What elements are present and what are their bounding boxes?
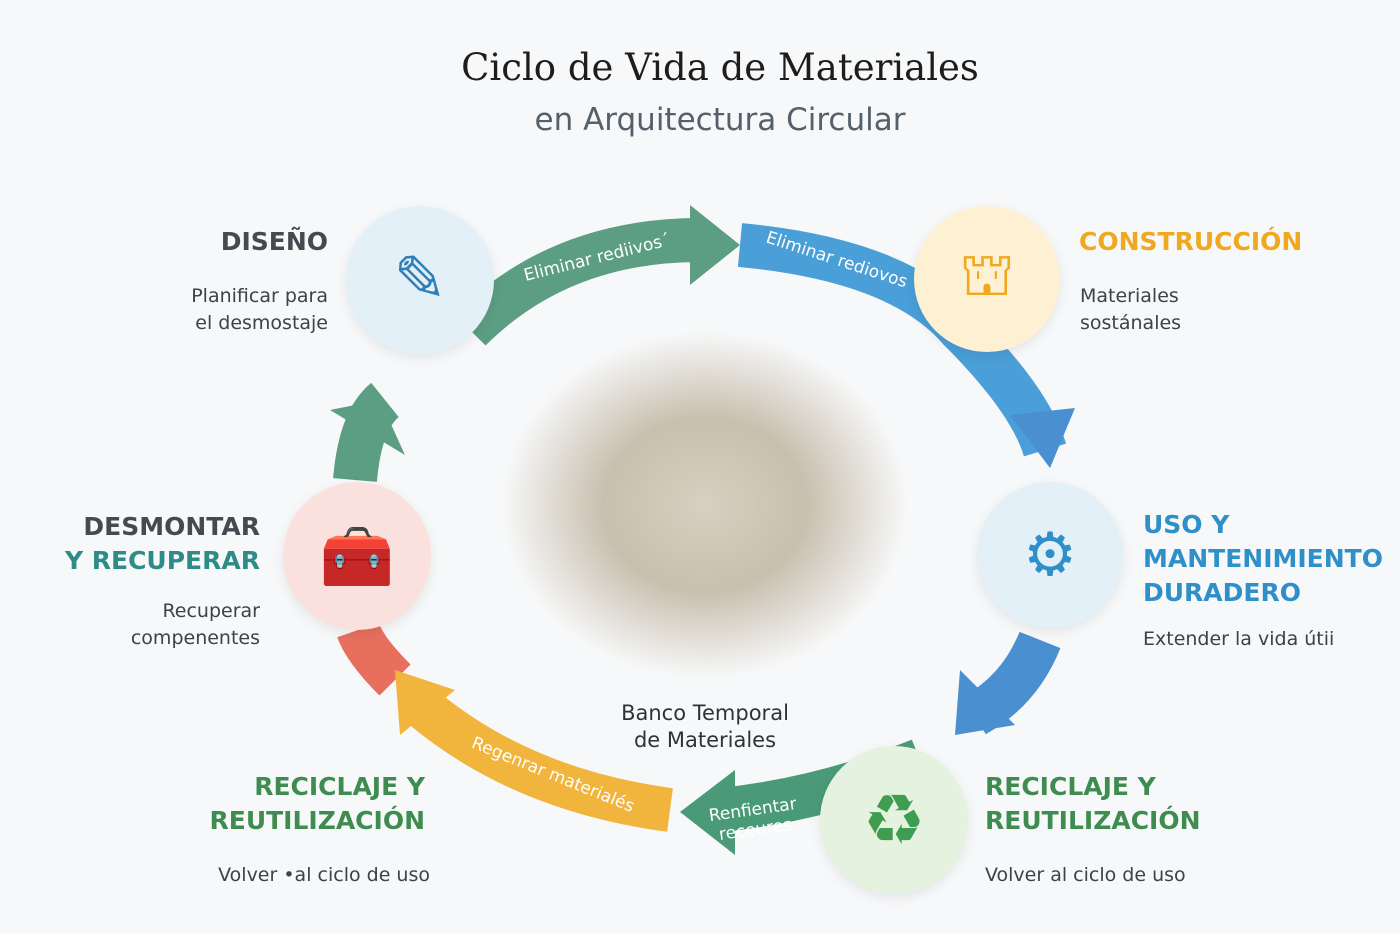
page-subtitle: en Arquitectura Circular	[534, 102, 906, 138]
design-node: ✎	[346, 206, 494, 354]
recycle-icon: ♻	[862, 779, 926, 861]
desc-line: compenentes	[130, 627, 260, 649]
arrowhead	[395, 670, 455, 735]
desc-line: Materiales	[1080, 285, 1179, 307]
arrowhead	[680, 770, 735, 855]
stage-title-disassemble: DESMONTAR Y RECUPERAR	[40, 510, 260, 578]
center-label-line: Banco Temporal	[621, 701, 789, 725]
arrowhead	[1010, 408, 1075, 468]
arrow-design-to-construction	[454, 218, 701, 346]
arrowhead	[955, 670, 1015, 735]
stage-desc-recycle-left: Volver •al ciclo de uso	[218, 864, 430, 886]
title-line: MANTENIMIENTO	[1143, 544, 1383, 573]
title-line: RECICLAJE Y	[254, 772, 425, 801]
stage-title-use: USO Y MANTENIMIENTO DURADERO	[1143, 508, 1383, 610]
desc-line: el desmostaje	[195, 312, 328, 334]
arrow-return-to-disassemble	[405, 688, 673, 832]
use-node: ⚙	[977, 482, 1123, 628]
stage-desc-disassemble: Recuperar compenentes	[60, 598, 260, 652]
toolbox-icon: 🧰	[319, 521, 395, 592]
stage-desc-recycle-right: Volver al ciclo de uso	[985, 864, 1186, 886]
arrow-disassemble-red	[337, 621, 411, 696]
center-label: Banco Temporal de Materiales	[590, 700, 820, 754]
recycle-node: ♻	[820, 746, 968, 894]
desc-line: Planificar para	[191, 285, 328, 307]
stage-title-recycle-right: RECICLAJE Y REUTILIZACIÓN	[985, 770, 1201, 838]
title-line: USO Y	[1143, 510, 1230, 539]
calendar-gears-icon: ⚙	[1023, 520, 1077, 590]
stage-desc-use: Extender la vida útii	[1143, 628, 1335, 650]
arrowhead	[690, 205, 740, 285]
title-line: DURADERO	[1143, 578, 1301, 607]
center-label-line: de Materiales	[633, 728, 777, 752]
arrowhead	[330, 400, 405, 455]
stage-desc-construction: Materiales sostánales	[1080, 283, 1181, 337]
title-line: DESMONTAR	[83, 512, 260, 541]
page-title: Ciclo de Vida de Materiales	[461, 46, 979, 89]
title-line: REUTILIZACIÓN	[209, 806, 425, 835]
stage-desc-design: Planificar para el desmostaje	[130, 283, 328, 337]
desc-line: sostánales	[1080, 312, 1182, 334]
title-line: REUTILIZACIÓN	[985, 806, 1201, 835]
title-line: Y RECUPERAR	[64, 546, 260, 575]
blueprint-pencil-icon: ✎	[393, 243, 447, 317]
desc-line: Recuperar	[162, 600, 260, 622]
crane-icon: ⛫	[959, 240, 1015, 310]
stage-title-construction: CONSTRUCCIÓN	[1079, 227, 1303, 256]
title-line: RECICLAJE Y	[985, 772, 1156, 801]
construction-node: ⛫	[914, 206, 1060, 352]
stage-title-recycle-left: RECICLAJE Y REUTILIZACIÓN	[160, 770, 425, 838]
building-illustration	[500, 330, 910, 680]
stage-title-design: DISEÑO	[220, 227, 328, 256]
disassemble-node: 🧰	[283, 482, 431, 630]
